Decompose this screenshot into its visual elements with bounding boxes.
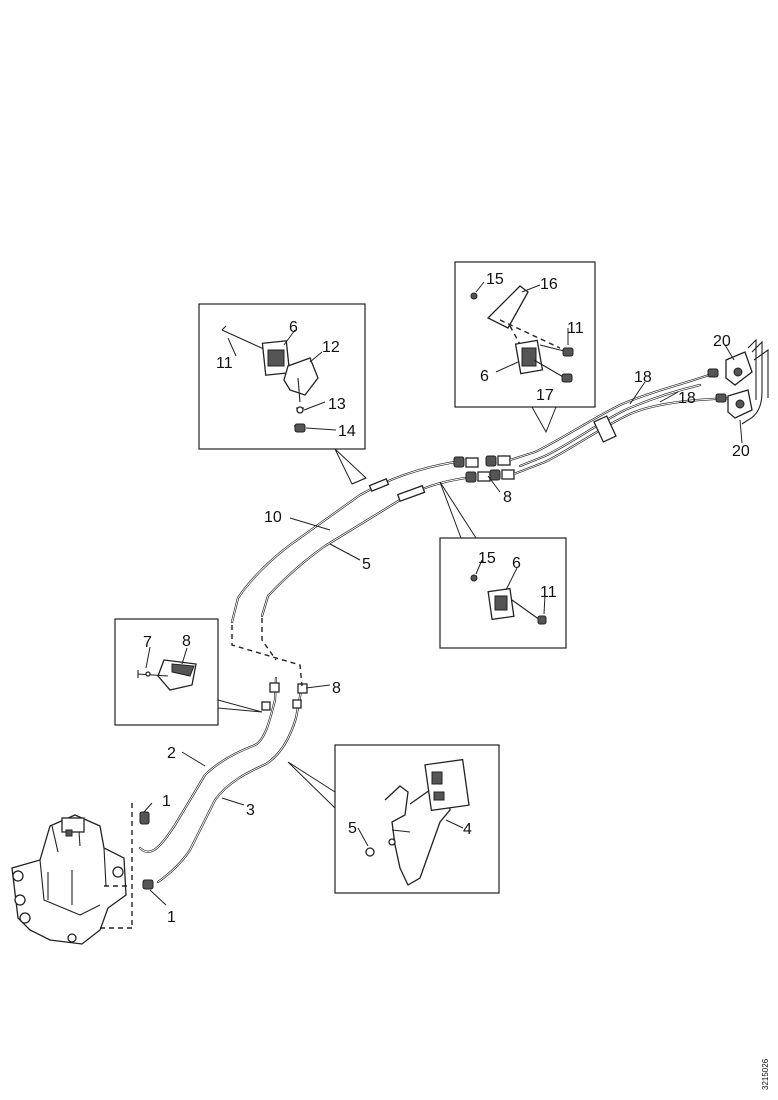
callout-6-b: 6 xyxy=(480,368,489,385)
pipe-3 xyxy=(156,684,304,884)
inset-bottom xyxy=(287,744,500,894)
callout-5-inset: 5 xyxy=(348,820,357,837)
callout-5-main: 5 xyxy=(362,556,371,573)
callout-4: 4 xyxy=(463,821,472,838)
pipe-break-dashed xyxy=(231,618,303,687)
callout-12: 12 xyxy=(322,339,340,356)
steering-gear-housing xyxy=(11,803,133,945)
inset-top-left xyxy=(198,303,367,485)
callout-15-b: 15 xyxy=(478,550,496,567)
pipe-5 xyxy=(260,476,467,618)
callout-11-b: 11 xyxy=(567,320,584,337)
pipe-18-bundle xyxy=(508,368,732,476)
callout-3: 3 xyxy=(246,802,255,819)
fitting-20-assembly xyxy=(725,338,769,425)
callout-10: 10 xyxy=(264,509,282,526)
callout-16: 16 xyxy=(540,276,558,293)
inset-left xyxy=(114,618,263,726)
inset-mid-right xyxy=(439,481,567,649)
callout-13: 13 xyxy=(328,396,346,413)
callout-15-a: 15 xyxy=(486,271,504,288)
pipe-unions xyxy=(453,455,515,483)
callout-20-top: 20 xyxy=(713,333,731,350)
drawing-code: 3215026 xyxy=(761,1058,770,1090)
callout-1-lower: 1 xyxy=(167,909,176,926)
callout-8-upper: 8 xyxy=(503,489,512,506)
callout-6-a: 6 xyxy=(289,319,298,336)
callout-20-bottom: 20 xyxy=(732,443,750,460)
callout-18-right: 18 xyxy=(678,390,696,407)
callout-14: 14 xyxy=(338,423,356,440)
callout-leaders xyxy=(143,281,743,906)
callout-17: 17 xyxy=(536,387,554,404)
pipe-clamp-upper xyxy=(368,478,390,492)
pipe-fittings-lower xyxy=(139,682,308,890)
pipe-10 xyxy=(230,460,457,624)
callout-2: 2 xyxy=(167,745,176,762)
callout-7: 7 xyxy=(143,634,152,651)
inset-top-right xyxy=(454,261,596,434)
callout-6-c: 6 xyxy=(512,555,521,572)
pipe-clamp-mid xyxy=(396,484,426,503)
callout-labels: 1 1 2 3 8 10 5 8 18 18 20 20 11 6 12 13 … xyxy=(143,271,750,926)
callout-11-c: 11 xyxy=(540,584,557,601)
pipe-2 xyxy=(138,676,278,853)
callout-8-lower: 8 xyxy=(332,680,341,697)
callout-8-inset: 8 xyxy=(182,633,191,650)
callout-11-a: 11 xyxy=(216,355,233,372)
callout-18-left: 18 xyxy=(634,369,652,386)
callout-1-upper: 1 xyxy=(162,793,171,810)
